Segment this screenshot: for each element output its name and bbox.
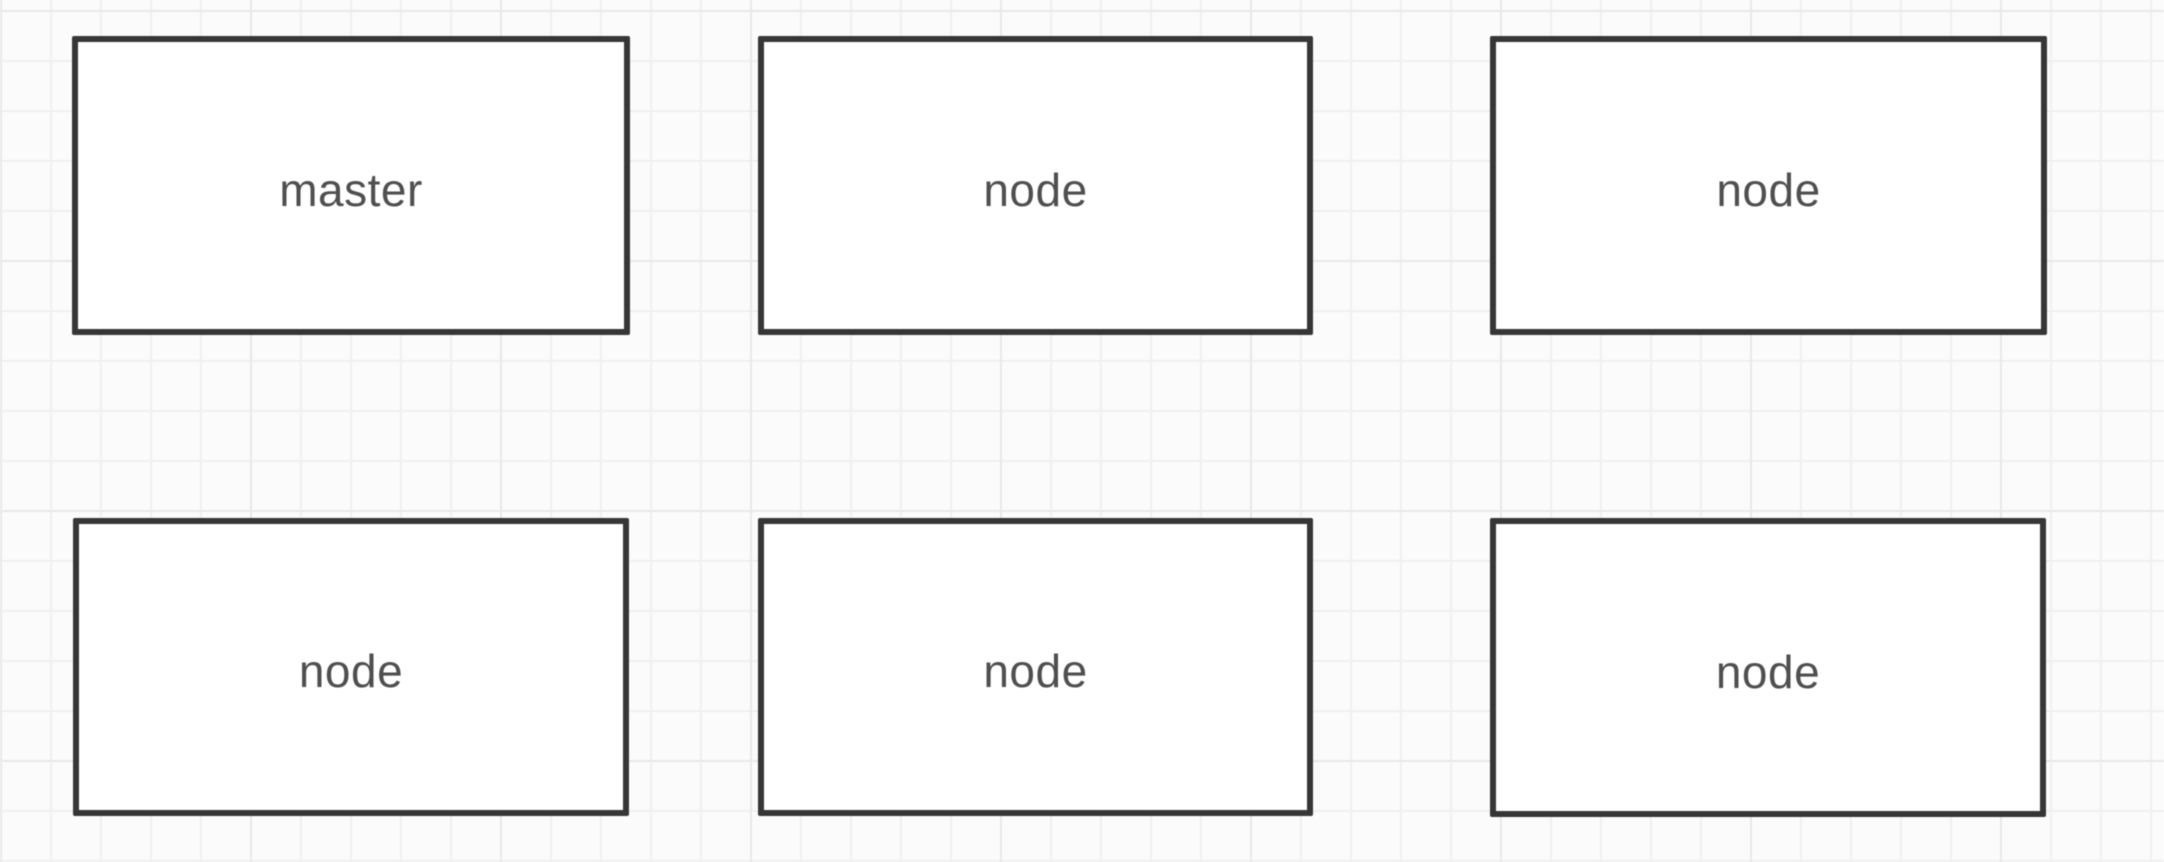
diagram-node[interactable]: node: [1490, 518, 2046, 817]
diagram-node[interactable]: node: [73, 518, 629, 816]
node-label: node: [1715, 645, 1821, 698]
node-label: node: [298, 645, 404, 697]
node-label: node: [1716, 163, 1821, 216]
node-label: master: [279, 163, 423, 216]
diagram-node[interactable]: node: [1490, 36, 2047, 335]
diagram-node[interactable]: node: [758, 36, 1313, 335]
node-label: node: [983, 163, 1088, 216]
diagram-node[interactable]: node: [758, 518, 1313, 816]
node-label: node: [983, 645, 1088, 697]
diagram-node-master[interactable]: master: [72, 36, 630, 335]
